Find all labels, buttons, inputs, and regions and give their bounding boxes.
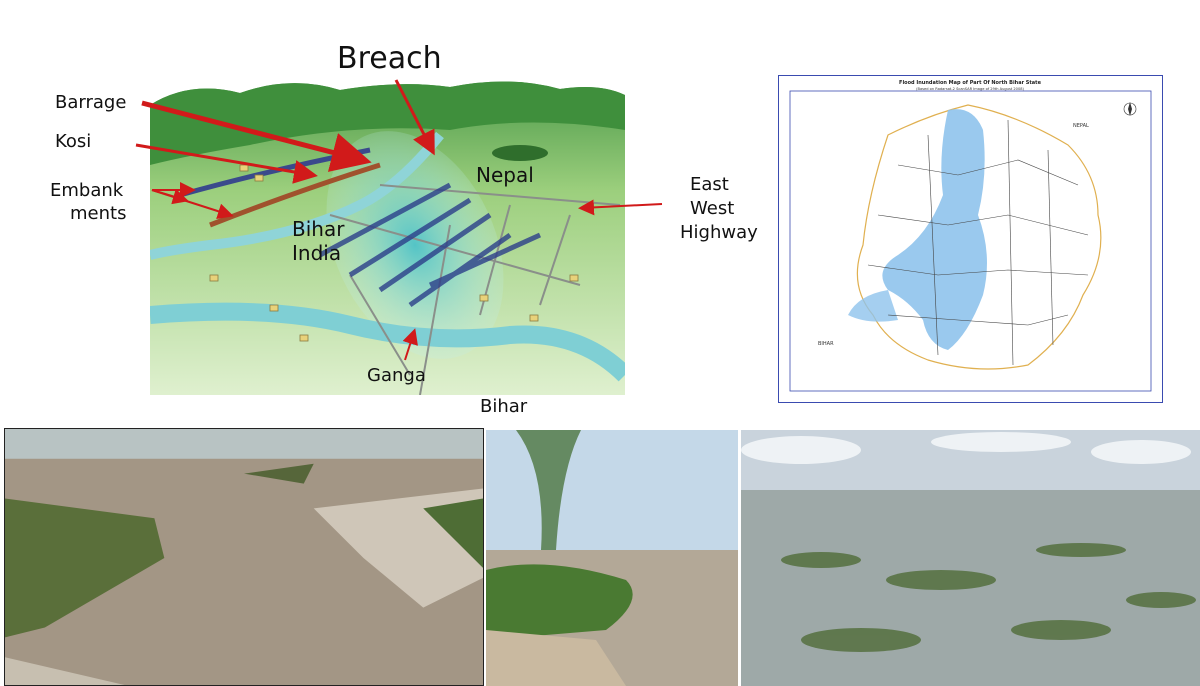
map-nepal-label: NEPAL [1073, 123, 1089, 129]
embankments-label-line2: ments [70, 203, 127, 224]
ganga-label: Ganga [367, 365, 426, 386]
eroded-bank-photo [486, 430, 738, 686]
aerial-breach-photo [4, 428, 484, 686]
map-subtitle: (Based on Radarsat-2 ScanSAR Image of 29… [916, 87, 1024, 91]
embankments-label-line1: Embank [50, 180, 124, 201]
highway-label-line3: Highway [680, 222, 758, 243]
highway-label-line2: West [690, 198, 735, 219]
kosi-breach-illustration [150, 75, 625, 395]
flood-inundation-map: Flood Inundation Map of Part Of North Bi… [778, 75, 1163, 403]
barrage-label: Barrage [55, 92, 127, 113]
bihar-label-line2: India [292, 241, 342, 265]
kosi-label: Kosi [55, 131, 92, 152]
highway-label-line1: East [690, 174, 729, 195]
map-title: Flood Inundation Map of Part Of North Bi… [899, 80, 1042, 86]
map-bihar-label: BIHAR [818, 341, 834, 347]
breach-label: Breach [337, 41, 442, 76]
bihar-caption: Bihar [480, 396, 528, 417]
north-arrow-icon [1123, 102, 1137, 116]
flooded-plain-photo [741, 430, 1200, 686]
nepal-label: Nepal [476, 163, 534, 187]
bihar-label-line1: Bihar [292, 217, 345, 241]
